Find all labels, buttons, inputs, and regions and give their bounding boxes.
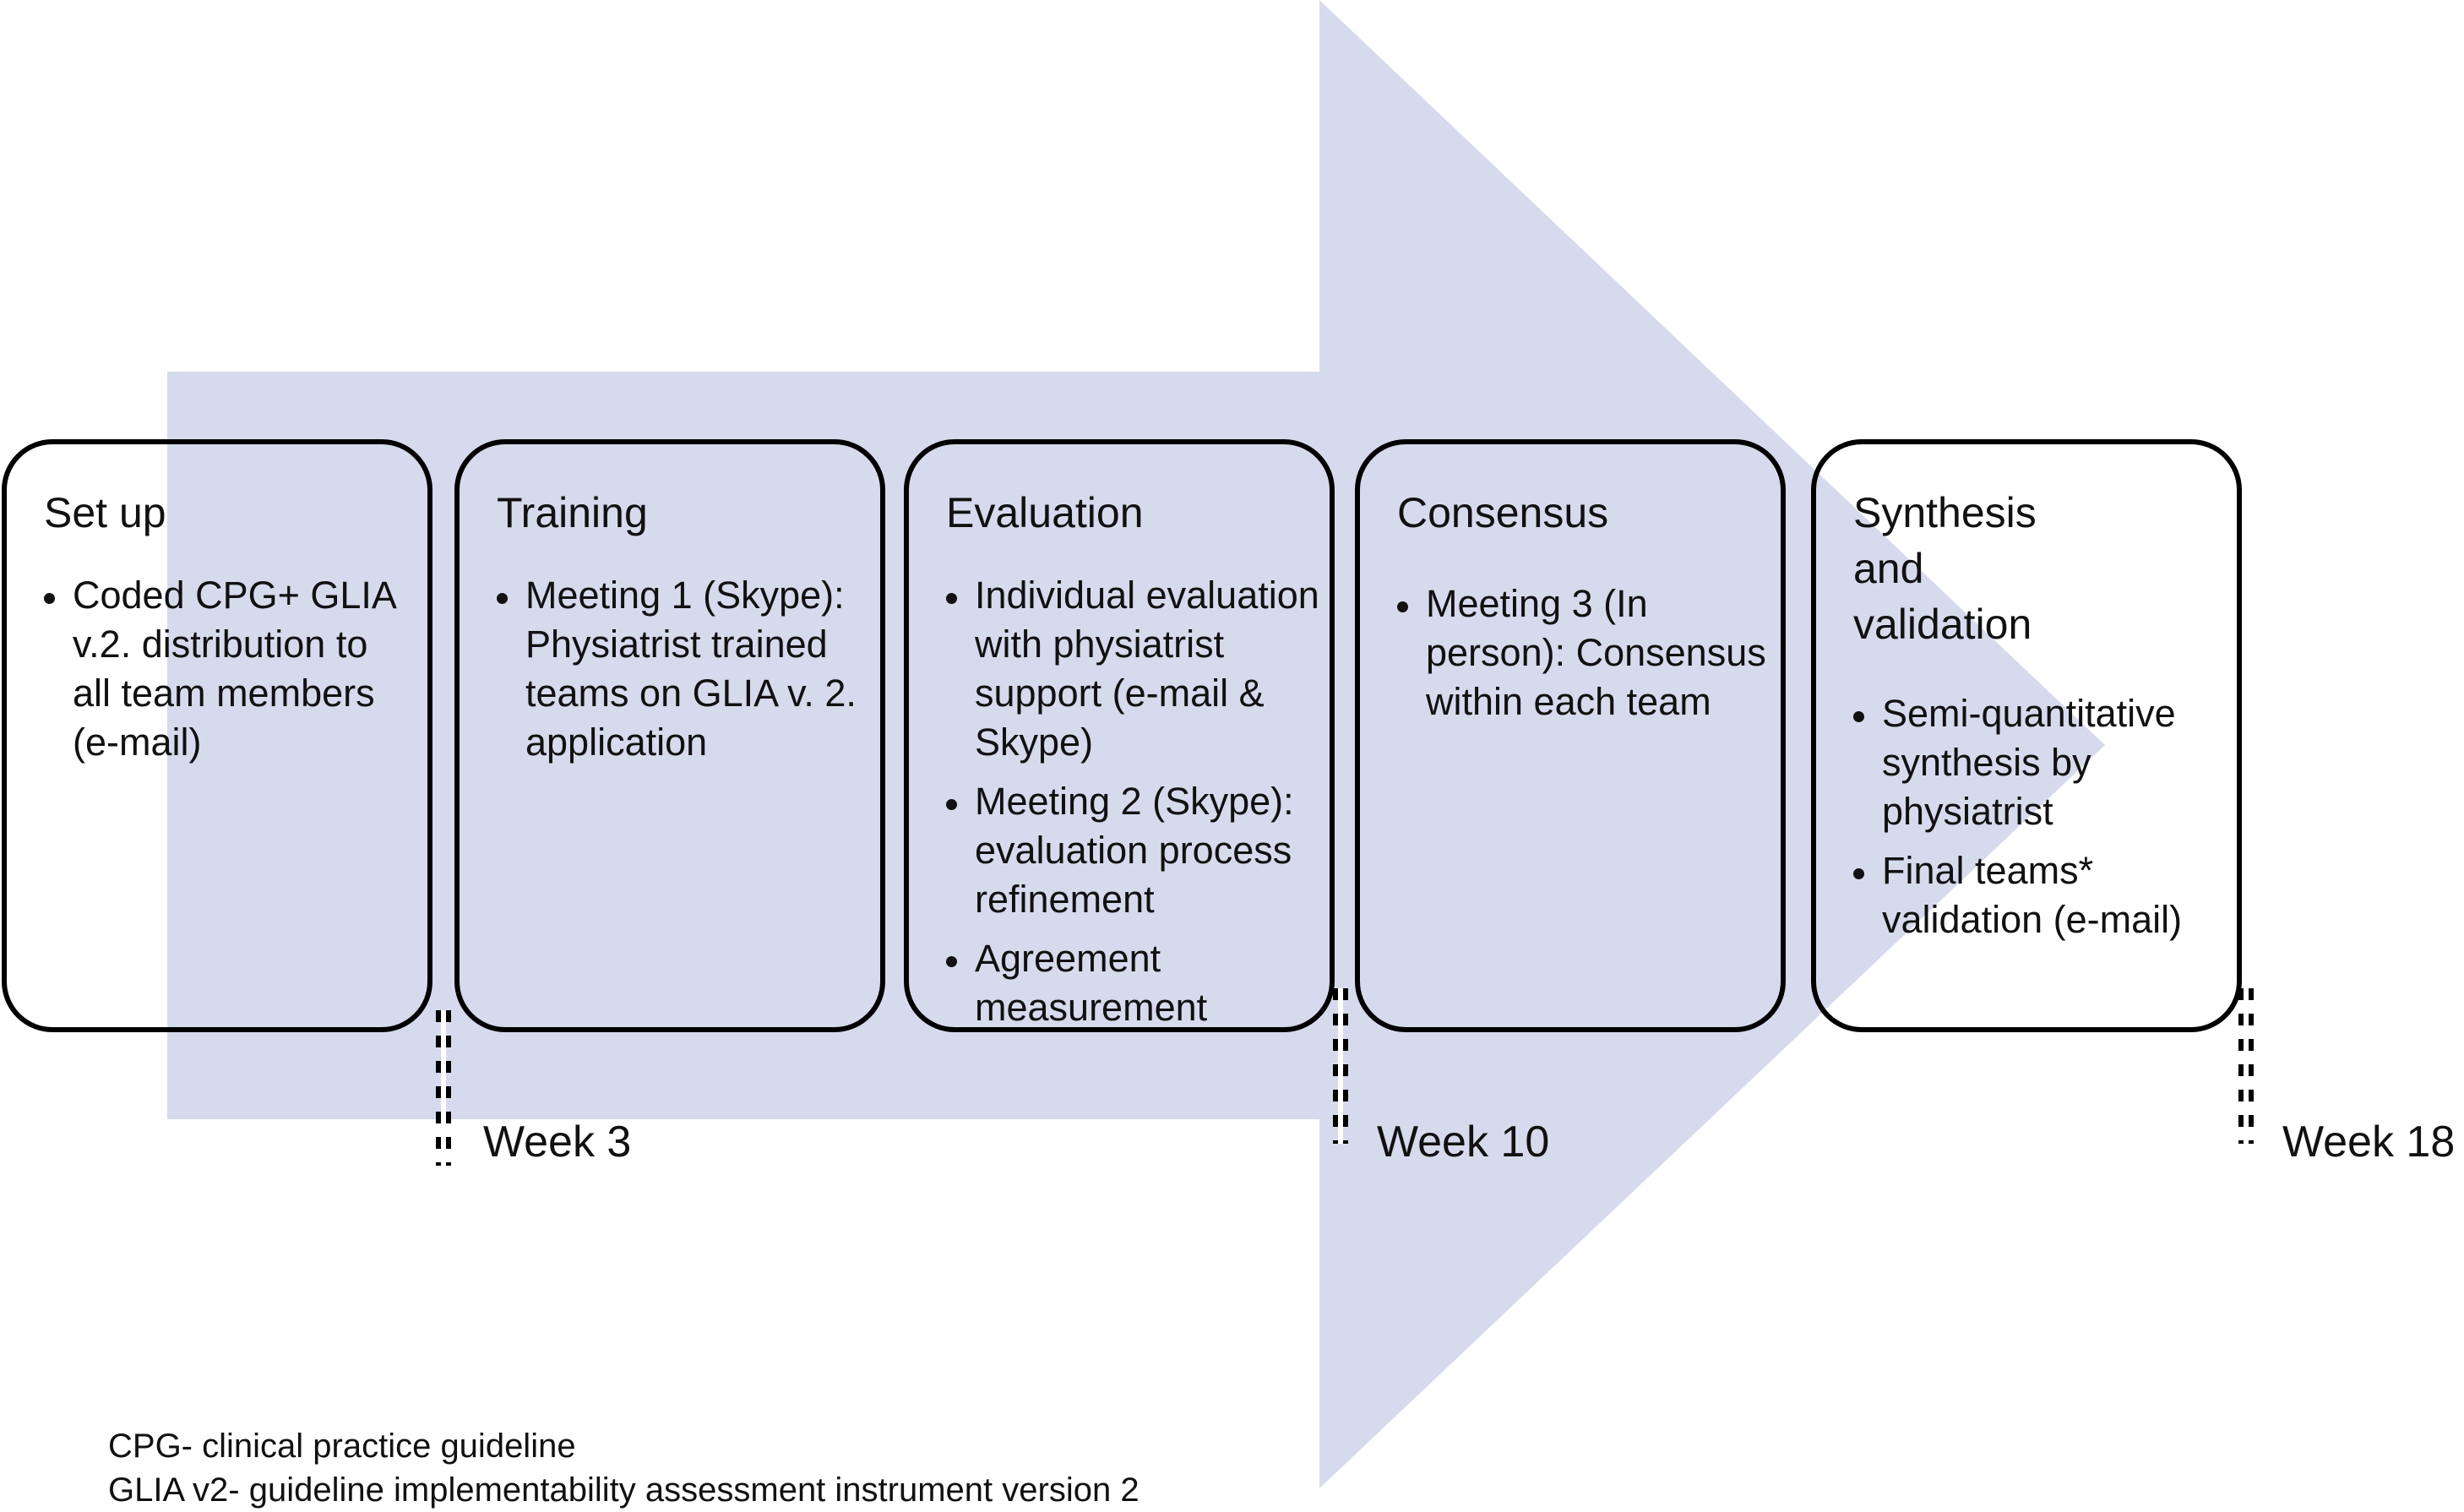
stage-title: Training — [497, 489, 648, 536]
bullet-icon — [1397, 601, 1408, 612]
bullet-icon — [1853, 868, 1864, 879]
week-10-marker — [1333, 988, 1348, 1144]
bullet-icon — [946, 956, 957, 967]
bullet-icon — [946, 799, 957, 810]
week-10-label: Week 10 — [1377, 1118, 1550, 1167]
stage-bullets: Meeting 3 (In person): Consensus within … — [1397, 579, 1779, 737]
stage-training: Training Meeting 1 (Skype): Physiatrist … — [454, 439, 885, 1032]
stage-setup: Set up Coded CPG+ GLIA v.2. distribution… — [2, 439, 432, 1032]
week-3-label: Week 3 — [483, 1118, 632, 1167]
stage-synthesis-validation: Synthesis and validation Semi-quantitati… — [1811, 439, 2242, 1032]
stage-consensus: Consensus Meeting 3 (In person): Consens… — [1355, 439, 1786, 1032]
stage-title: Set up — [44, 489, 166, 536]
bullet-item: Meeting 1 (Skype): Physiatrist trained t… — [497, 571, 868, 767]
bullet-item: Agreement measurement — [946, 934, 1326, 1032]
stage-evaluation: Evaluation Individual evaluation with ph… — [904, 439, 1335, 1032]
week-18-marker — [2238, 988, 2254, 1144]
process-arrow-shape — [167, 0, 2105, 1488]
stage-title: Synthesis and validation — [1853, 489, 2037, 648]
bullet-item: Semi-quantitative synthesis by physiatri… — [1853, 689, 2225, 836]
stage-bullets: Coded CPG+ GLIA v.2. distribution to all… — [44, 571, 416, 777]
stage-title: Evaluation — [946, 489, 1144, 536]
stage-title: Consensus — [1397, 489, 1609, 536]
stage-bullets: Individual evaluation with physiatrist s… — [946, 571, 1326, 1042]
footnote-glia: GLIA v2- guideline implementability asse… — [108, 1471, 1140, 1509]
bullet-item: Coded CPG+ GLIA v.2. distribution to all… — [44, 571, 416, 767]
bullet-icon — [946, 593, 957, 604]
footnote-cpg: CPG- clinical practice guideline — [108, 1428, 576, 1465]
week-18-label: Week 18 — [2282, 1118, 2456, 1167]
stage-bullets: Semi-quantitative synthesis by physiatri… — [1853, 689, 2225, 955]
bullet-icon — [1853, 711, 1864, 722]
bullet-item: Final teams* validation (e-mail) — [1853, 846, 2225, 944]
week-3-marker — [436, 1010, 451, 1166]
bullet-item: Individual evaluation with physiatrist s… — [946, 571, 1326, 767]
stage-bullets: Meeting 1 (Skype): Physiatrist trained t… — [497, 571, 868, 777]
bullet-item: Meeting 2 (Skype): evaluation process re… — [946, 777, 1326, 924]
bullet-icon — [44, 593, 55, 604]
bullet-icon — [497, 593, 508, 604]
bullet-item: Meeting 3 (In person): Consensus within … — [1397, 579, 1779, 726]
